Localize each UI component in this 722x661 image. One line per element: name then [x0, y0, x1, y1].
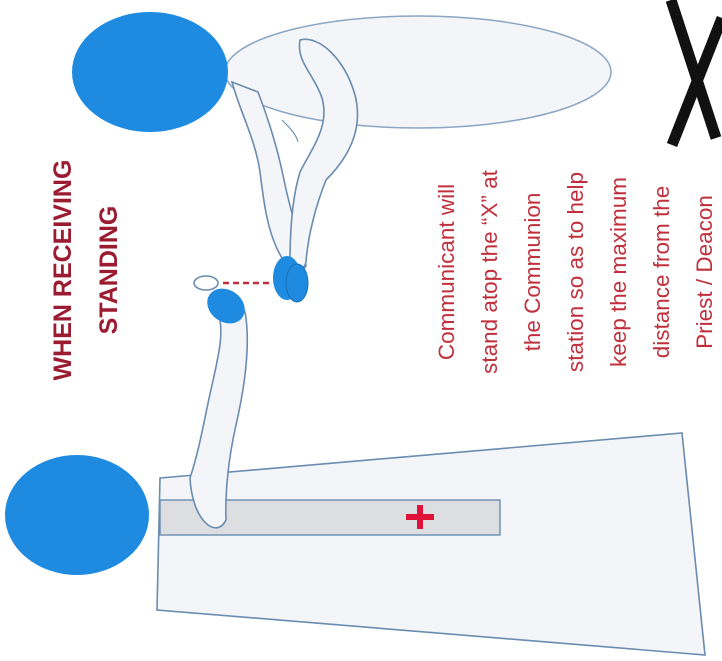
priest-vestment	[157, 433, 705, 655]
host-wafer	[194, 276, 218, 290]
title-line-2: STANDING	[86, 120, 132, 420]
communicant-hand-2	[286, 264, 308, 302]
x-mark-icon	[671, 0, 722, 145]
title-line-1: WHEN RECEIVING	[40, 120, 86, 420]
instruction-caption: Communicant will stand atop the “X” at t…	[425, 142, 722, 402]
communicant-body	[225, 16, 611, 128]
priest-head	[5, 455, 149, 575]
communicant-head	[72, 12, 228, 132]
